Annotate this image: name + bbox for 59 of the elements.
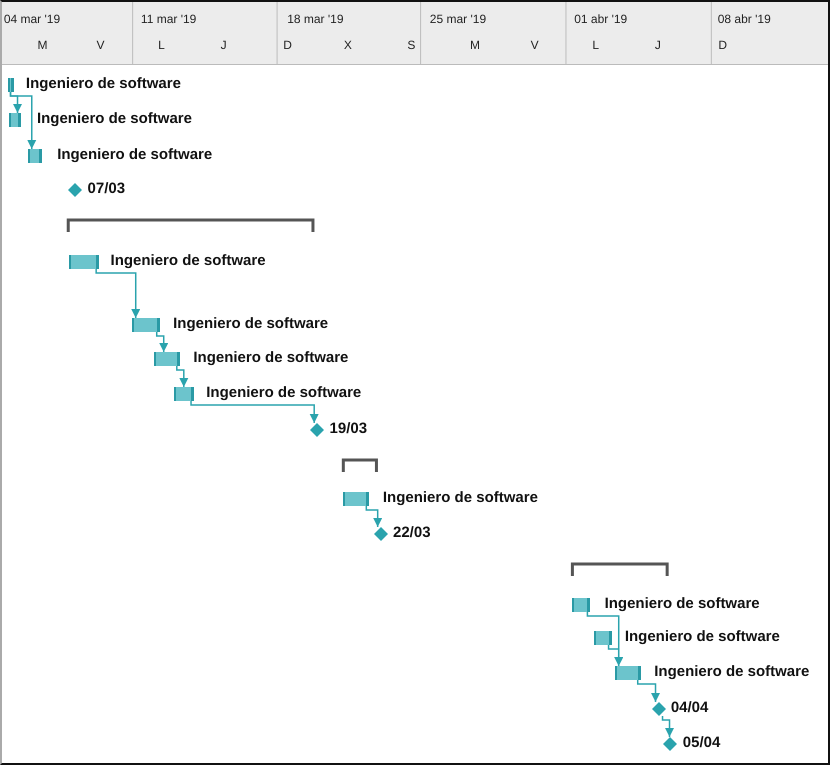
date-label: 19/03 bbox=[330, 420, 368, 438]
task-bar bbox=[69, 255, 100, 269]
resource-label: Ingeniero de software bbox=[26, 75, 181, 93]
day-label: D bbox=[283, 38, 292, 52]
resource-label: Ingeniero de software bbox=[110, 252, 266, 270]
date-label: 04/04 bbox=[670, 699, 708, 717]
day-label: V bbox=[530, 38, 539, 52]
day-label: J bbox=[220, 38, 227, 52]
day-label: J bbox=[654, 38, 661, 52]
day-label: V bbox=[96, 38, 104, 52]
resource-label: Ingeniero de software bbox=[382, 489, 538, 507]
dependency-arrow bbox=[636, 680, 660, 702]
task-bar bbox=[572, 598, 590, 612]
day-label: S bbox=[407, 38, 416, 52]
task-bar bbox=[9, 113, 22, 127]
week-label: 04 mar '19 bbox=[4, 12, 60, 26]
week-label: 01 abr '19 bbox=[574, 12, 628, 26]
task-bar bbox=[614, 666, 641, 680]
resource-label: Ingeniero de software bbox=[654, 663, 810, 681]
date-label: 05/04 bbox=[682, 734, 720, 752]
dependency-arrow bbox=[10, 92, 36, 149]
milestone-diamond bbox=[663, 737, 678, 751]
task-bar bbox=[132, 318, 160, 332]
milestone-diamond bbox=[68, 183, 82, 197]
task-bar bbox=[8, 78, 14, 92]
dependency-arrow bbox=[366, 506, 382, 527]
dependency-arrow bbox=[608, 645, 624, 666]
resource-label: Ingeniero de software bbox=[604, 595, 760, 613]
date-label: 07/03 bbox=[88, 180, 126, 198]
resource-label: Ingeniero de software bbox=[57, 146, 212, 164]
resource-label: Ingeniero de software bbox=[173, 315, 328, 333]
day-label: X bbox=[344, 38, 352, 52]
week-label: 18 mar '19 bbox=[287, 12, 344, 26]
task-bar bbox=[174, 387, 194, 401]
milestone-diamond bbox=[310, 423, 324, 437]
resource-label: Ingeniero de software bbox=[206, 384, 362, 402]
dependency-arrow bbox=[95, 269, 140, 318]
dependency-arrow bbox=[662, 716, 674, 737]
dependency-arrow bbox=[156, 332, 168, 352]
task-bar bbox=[594, 631, 612, 645]
week-label: 11 mar '19 bbox=[140, 12, 196, 26]
task-bar bbox=[154, 352, 180, 366]
day-label: M bbox=[470, 38, 480, 52]
milestone-diamond bbox=[374, 527, 388, 541]
week-label: 08 abr '19 bbox=[718, 12, 771, 26]
task-bar bbox=[28, 149, 42, 163]
day-label: L bbox=[158, 38, 165, 52]
resource-label: Ingeniero de software bbox=[193, 349, 348, 367]
task-bar bbox=[343, 492, 370, 506]
day-label: M bbox=[38, 38, 48, 52]
date-label: 22/03 bbox=[393, 524, 431, 542]
week-label: 25 mar '19 bbox=[430, 12, 486, 26]
day-label: L bbox=[592, 38, 599, 52]
milestone-diamond bbox=[652, 702, 666, 716]
dependency-arrow bbox=[176, 366, 188, 387]
resource-label: Ingeniero de software bbox=[624, 628, 780, 646]
dependency-arrow bbox=[190, 401, 319, 423]
resource-label: Ingeniero de software bbox=[36, 110, 192, 128]
day-label: D bbox=[718, 38, 728, 52]
